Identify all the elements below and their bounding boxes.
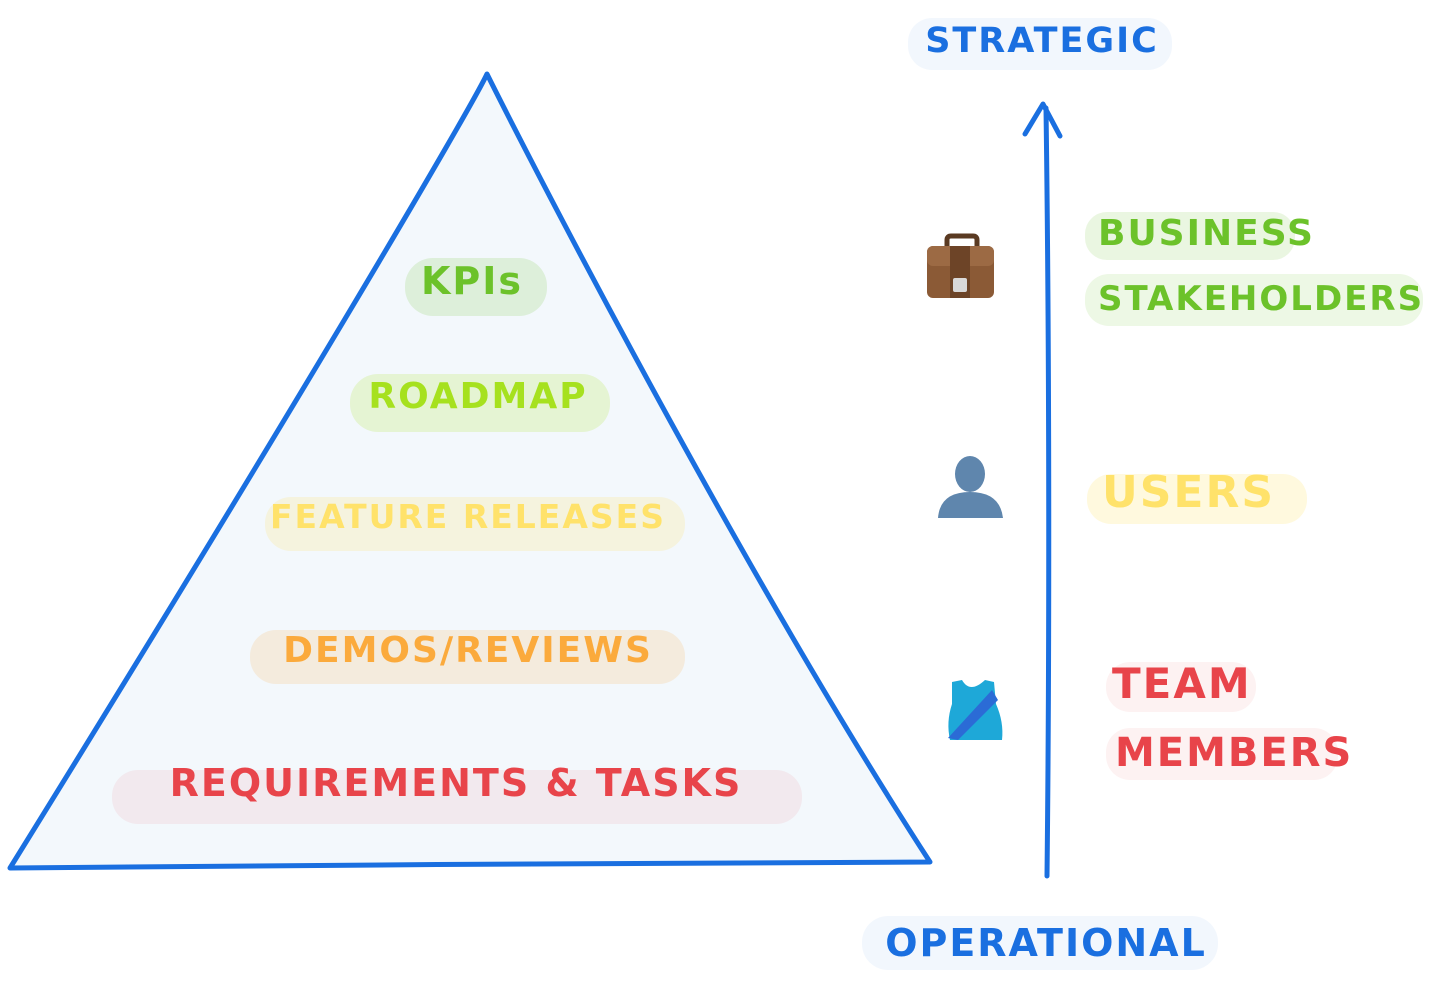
pyramid-level-requirements-tasks: REQUIREMENTS & TASKS — [112, 761, 802, 824]
pyramid-levels: KPIs ROADMAP FEATURE RELEASES DEMOS/REVI… — [112, 258, 802, 824]
team-label: TEAM — [1112, 659, 1252, 708]
axis-bottom: OPERATIONAL — [862, 916, 1218, 970]
demos-reviews-label: DEMOS/REVIEWS — [283, 630, 653, 671]
kpis-label: KPIs — [421, 259, 523, 303]
pyramid-level-kpis: KPIs — [405, 258, 547, 316]
demos-reviews-highlight — [250, 630, 685, 684]
strategic-highlight — [908, 18, 1172, 70]
strategic-operational-axis — [1022, 101, 1063, 879]
team-highlight — [1106, 662, 1256, 712]
axis-top: STRATEGIC — [908, 18, 1172, 70]
person-silhouette-icon — [938, 456, 1003, 518]
arrow-head-icon — [1022, 101, 1063, 139]
feature-releases-highlight — [265, 497, 685, 551]
kpis-highlight — [405, 258, 547, 316]
pyramid-level-feature-releases: FEATURE RELEASES — [265, 497, 685, 551]
operational-highlight — [862, 916, 1218, 970]
members-label: MEMBERS — [1115, 730, 1353, 776]
group-business-stakeholders: BUSINESS STAKEHOLDERS — [1085, 212, 1424, 326]
running-shirt-icon — [948, 680, 1003, 740]
feature-releases-label: FEATURE RELEASES — [270, 497, 666, 536]
operational-label: OPERATIONAL — [885, 921, 1207, 965]
business-label: BUSINESS — [1098, 213, 1315, 254]
group-team-members: TEAM MEMBERS — [1106, 659, 1353, 780]
briefcase-icon — [927, 233, 994, 298]
members-highlight — [1106, 728, 1338, 780]
pyramid-level-roadmap: ROADMAP — [350, 374, 610, 432]
users-highlight — [1087, 474, 1307, 524]
strategic-label: STRATEGIC — [925, 21, 1159, 61]
users-label: USERS — [1102, 467, 1275, 518]
axis-line — [1043, 105, 1052, 879]
roadmap-highlight — [350, 374, 610, 432]
stakeholders-label: STAKEHOLDERS — [1098, 279, 1424, 319]
pyramid — [7, 71, 933, 871]
business-highlight — [1085, 212, 1295, 260]
pyramid-level-demos-reviews: DEMOS/REVIEWS — [250, 630, 685, 684]
stakeholders-highlight — [1085, 274, 1423, 326]
pyramid-outline — [7, 71, 933, 871]
requirements-tasks-label: REQUIREMENTS & TASKS — [170, 761, 743, 805]
roadmap-label: ROADMAP — [368, 376, 587, 417]
requirements-tasks-highlight — [112, 770, 802, 824]
group-users: USERS — [1087, 467, 1307, 524]
